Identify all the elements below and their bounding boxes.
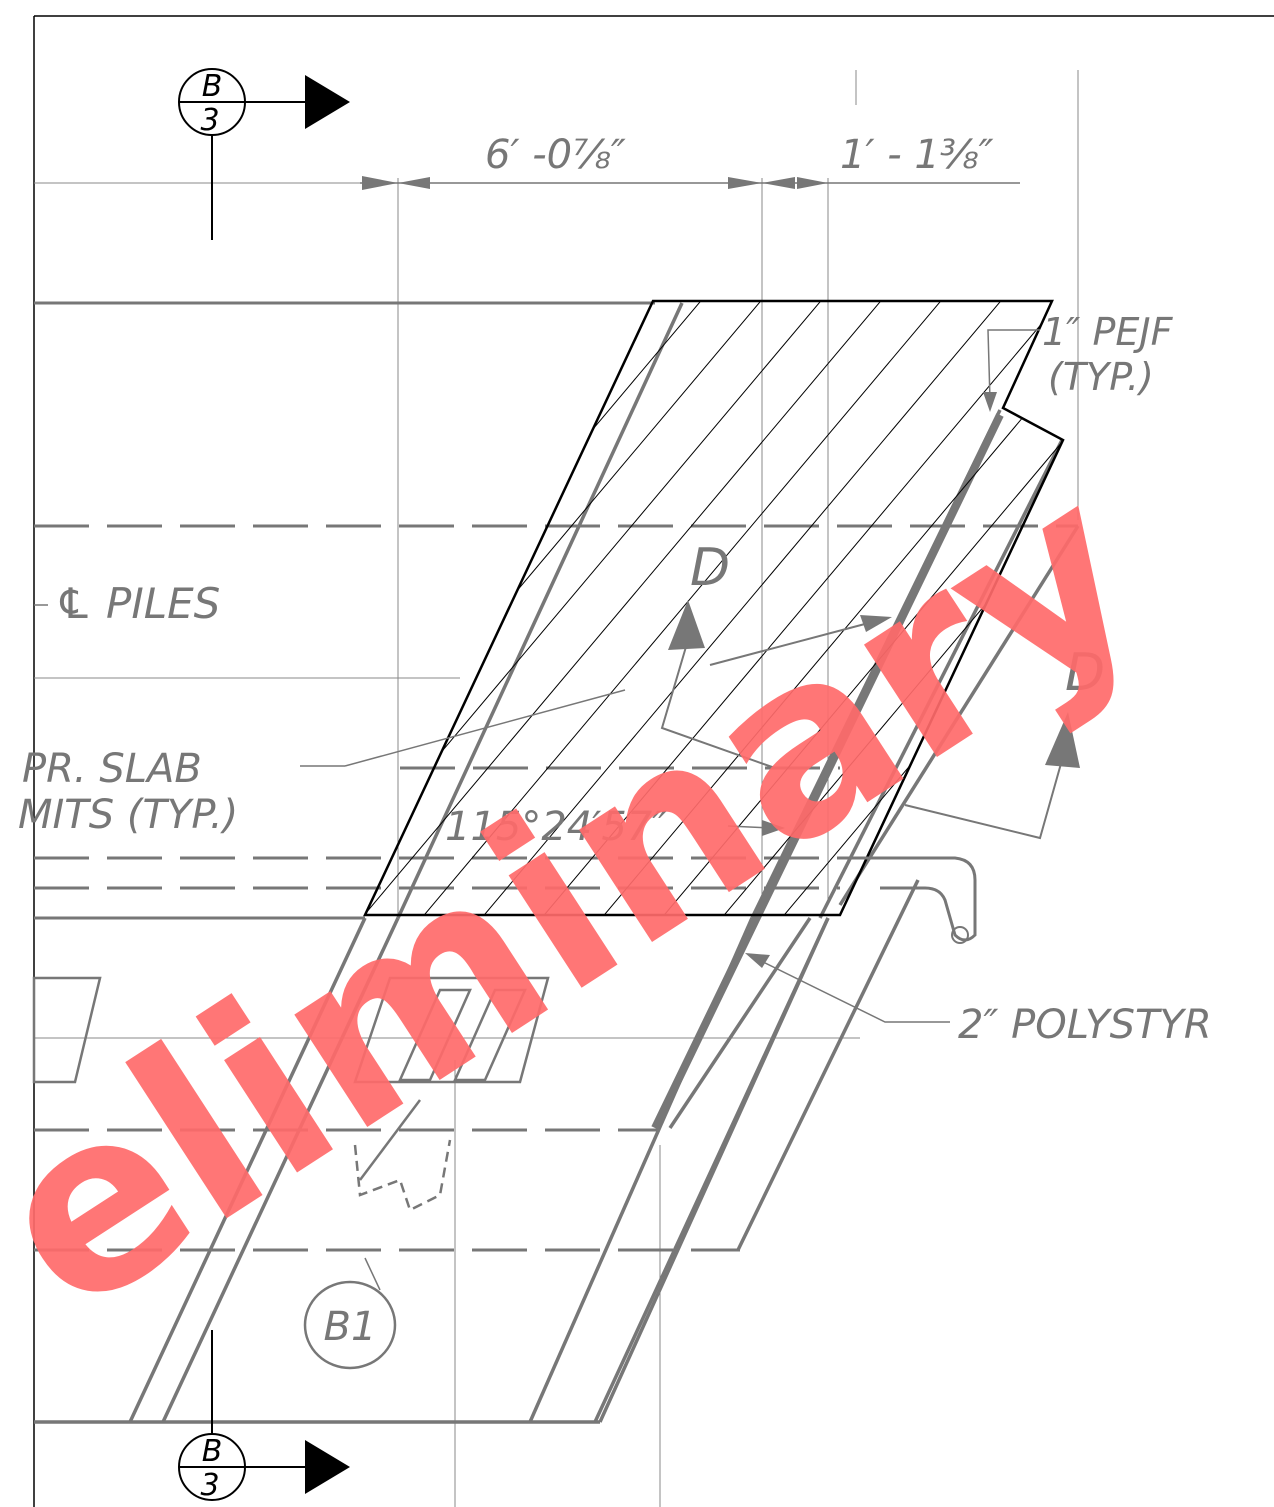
dimension-1: 6′ -0⅞″ <box>485 132 626 178</box>
sheet-border <box>33 15 1274 1507</box>
polystyrene-label: 2″ POLYSTYR <box>958 1002 1212 1048</box>
slab-label-1: PR. SLAB <box>22 746 202 792</box>
section-top-letter: B <box>202 69 223 104</box>
dashed-lines <box>34 524 1078 1252</box>
skew-lines <box>34 302 1080 1424</box>
angle-label: 115°24′57″ <box>445 804 667 850</box>
leaders <box>34 329 1040 1291</box>
dimension-line <box>360 176 1020 190</box>
detail-d-label-1: D <box>690 538 730 598</box>
slab-label-2: MITS (TYP.) <box>18 792 238 838</box>
pejf-label-1: 1″ PEJF <box>1042 310 1174 354</box>
pile-boxes <box>32 976 550 1212</box>
preliminary-watermark: eliminary <box>0 425 1187 1369</box>
pile-bubble-label: B1 <box>324 1304 377 1350</box>
detail-d-label-2: D <box>1065 643 1105 703</box>
pejf-label-2: (TYP.) <box>1048 355 1154 399</box>
section-bottom-sheet: 3 <box>200 1468 219 1503</box>
section-cut-top: B 3 <box>178 68 350 240</box>
detail-d-marker-2 <box>904 712 1080 840</box>
pile-bubble <box>303 1280 397 1370</box>
dimension-2: 1′ - 1⅜″ <box>840 132 994 178</box>
polystyrene-band <box>651 413 1004 1130</box>
drain-circle <box>951 926 969 944</box>
section-cut-bottom: B 3 <box>178 1330 350 1503</box>
deck-outline <box>363 299 1065 917</box>
detail-d-marker-1 <box>660 600 892 769</box>
slab-lines <box>34 301 655 920</box>
section-arrow-top <box>305 75 350 129</box>
section-top-sheet: 3 <box>200 103 219 138</box>
section-arrow-bottom <box>305 1440 350 1494</box>
section-bottom-letter: B <box>202 1434 223 1469</box>
piles-label: ℄ PILES <box>55 579 220 628</box>
